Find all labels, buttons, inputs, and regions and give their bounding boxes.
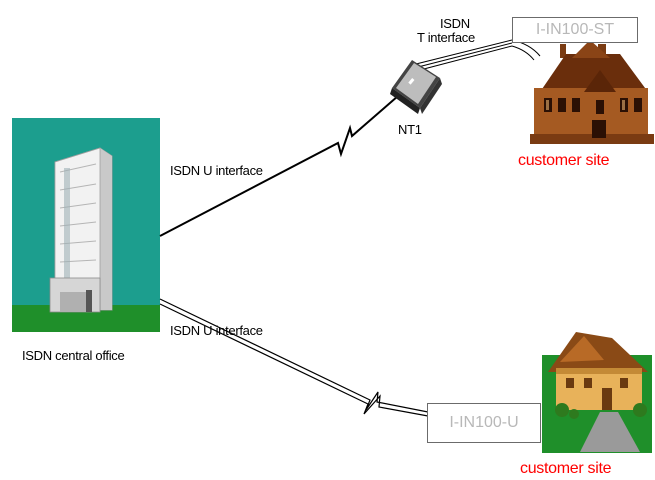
u-device-box: I-IN100-U (427, 403, 541, 443)
lower-customer-site-label: customer site (520, 460, 612, 477)
upper-u-link (159, 95, 399, 237)
lower-u-interface-label: ISDN U interface (170, 323, 263, 338)
t-interface-link (415, 39, 541, 71)
lower-u-link (159, 298, 429, 417)
upper-customer-site-label: customer site (518, 152, 610, 169)
central-office-label: ISDN central office (22, 348, 125, 363)
t-interface-label-line2: T interface (417, 30, 475, 45)
t-interface-label-line1: ISDN (440, 16, 470, 31)
nt1-label: NT1 (398, 122, 422, 137)
nt1-device-icon (390, 60, 442, 114)
upper-u-interface-label: ISDN U interface (170, 163, 263, 178)
central-office-icon (12, 118, 160, 332)
st-device-box: I-IN100-ST (512, 17, 638, 43)
upper-house-icon (530, 40, 654, 144)
lower-house-icon (542, 332, 652, 453)
